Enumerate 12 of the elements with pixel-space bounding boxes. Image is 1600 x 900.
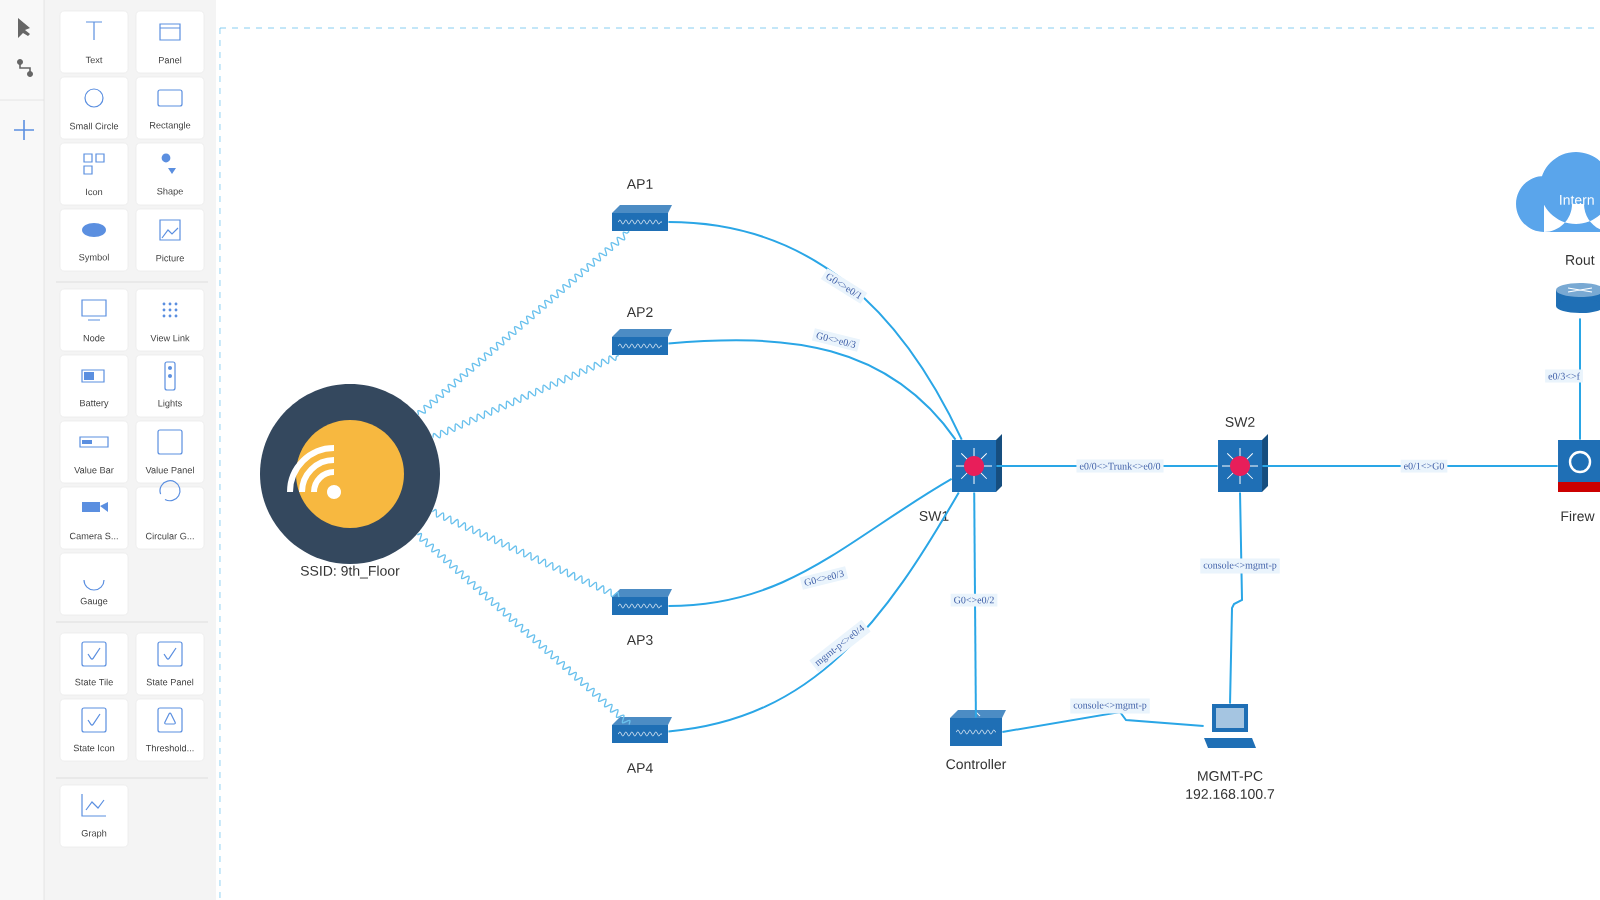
link-line (1001, 710, 1205, 733)
wireless-link (432, 354, 620, 439)
link-line (667, 221, 963, 441)
link-line (667, 339, 957, 441)
link-line (973, 491, 977, 719)
link-line (667, 477, 953, 607)
wireless-link (416, 532, 631, 726)
wireless-link (431, 508, 621, 598)
wireless-link (417, 230, 630, 416)
link-line (1229, 491, 1244, 705)
link-line (1261, 465, 1559, 467)
link-line (667, 491, 960, 733)
